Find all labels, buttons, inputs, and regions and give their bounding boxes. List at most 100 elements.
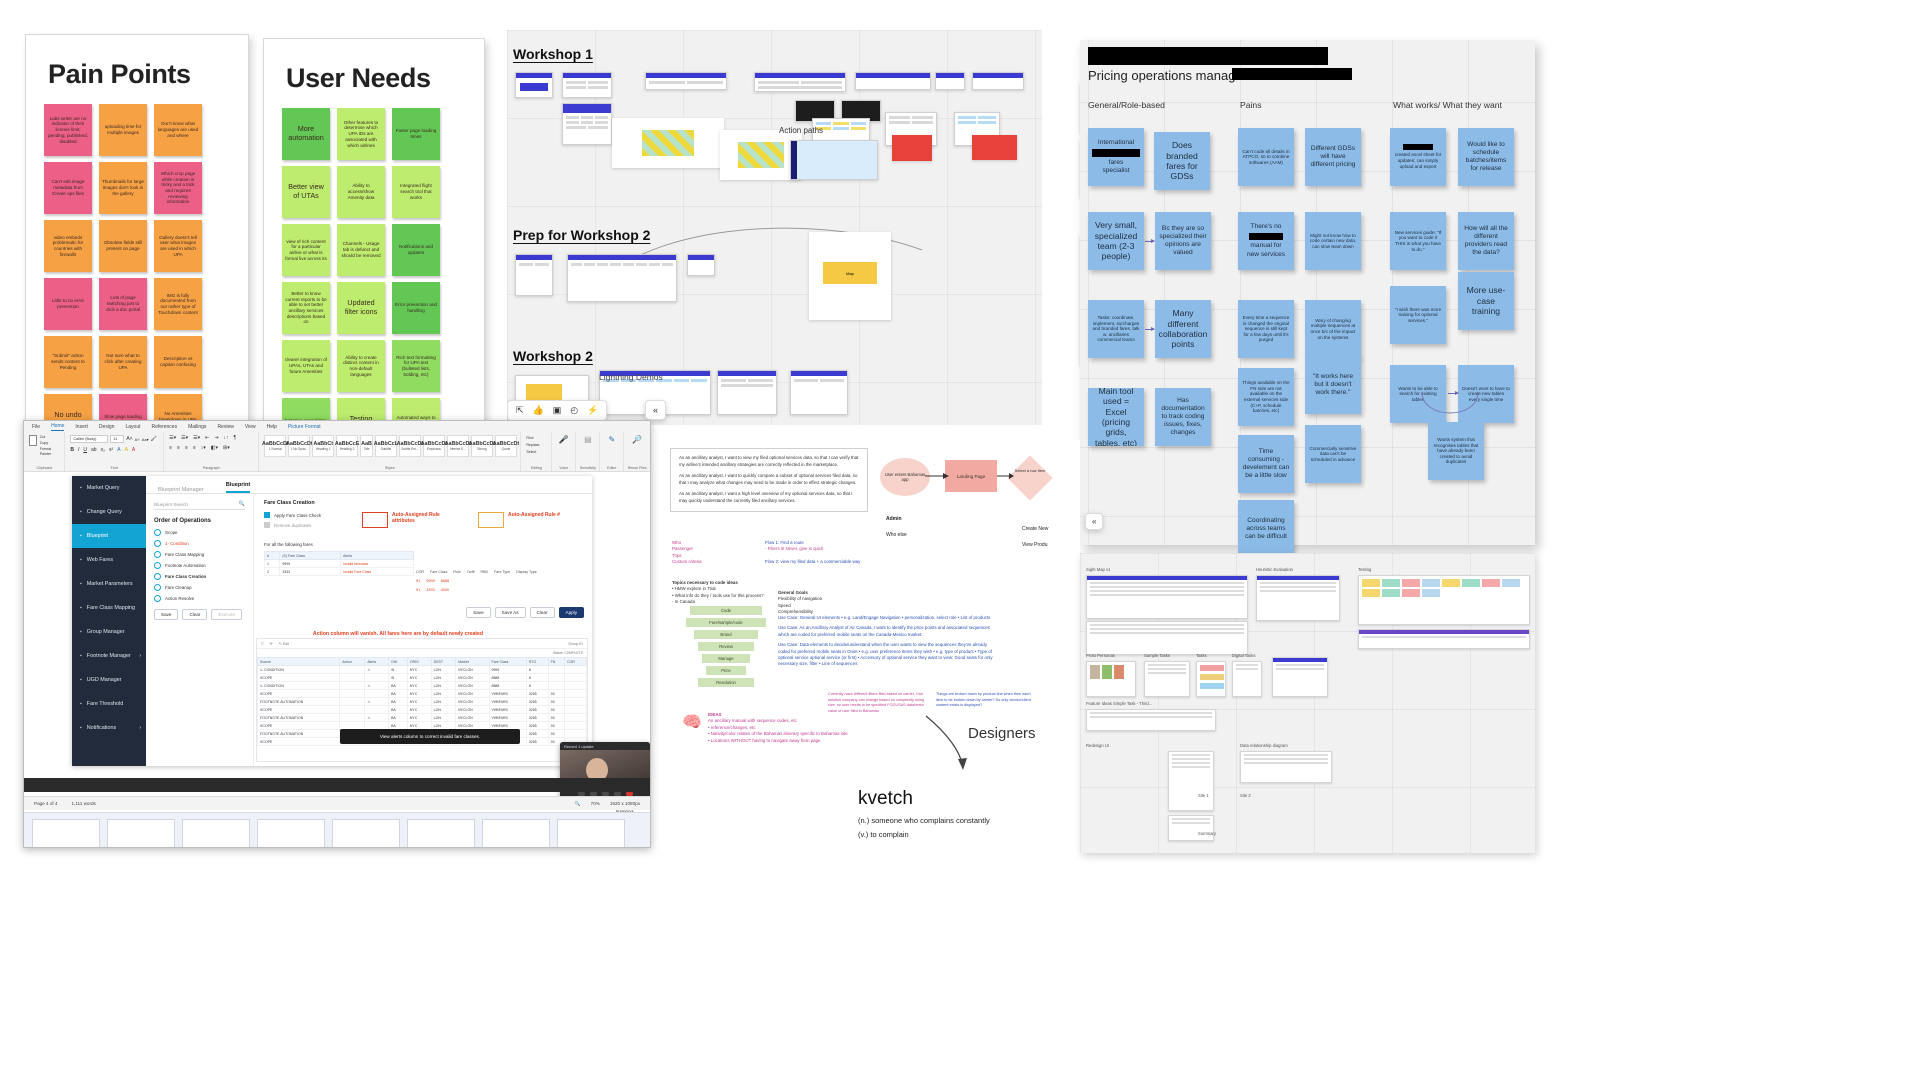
persona-note[interactable]: Time consuming - develement can be a lit… bbox=[1238, 435, 1294, 493]
column-header[interactable]: Alerts bbox=[364, 657, 390, 666]
sticky-note[interactable]: Rich text formatting for UPA text (bulle… bbox=[392, 340, 440, 392]
reuse-files-icon[interactable]: 🔎 bbox=[632, 435, 643, 444]
deck-thumbnail[interactable] bbox=[972, 72, 1024, 90]
shrink-font-icon[interactable]: A˅ bbox=[134, 436, 140, 442]
share-icon[interactable]: ⇱ bbox=[516, 405, 524, 415]
persona-collapse-toolbar[interactable]: « bbox=[1085, 513, 1104, 530]
change-case-icon[interactable]: Aa▾ bbox=[141, 436, 149, 442]
mini-card[interactable] bbox=[1196, 661, 1226, 697]
sidebar-item-web-fares[interactable]: ▪Web Fares bbox=[72, 548, 146, 572]
sidebar-item-fare-class-mapping[interactable]: ▪Fare Class Mapping bbox=[72, 596, 146, 620]
sketch-frame[interactable] bbox=[892, 135, 932, 161]
order-step[interactable]: Fare Class Mapping bbox=[154, 551, 245, 558]
action-paths-frame[interactable] bbox=[790, 140, 878, 180]
workshop-board[interactable]: Workshop 1 Prep for Workshop 2 Workshop … bbox=[507, 30, 1042, 425]
word-document-body[interactable]: ▪Market Query▪Change Query▪Blueprint▪Web… bbox=[24, 472, 650, 847]
sticky-note[interactable]: Better to know current reports to be abl… bbox=[282, 282, 330, 334]
sticky-note[interactable]: Slow page loading due to infinite scroll bbox=[99, 394, 147, 421]
shading-icon[interactable]: ◧▾ bbox=[210, 445, 219, 451]
tab-blueprint-manager[interactable]: Blueprint Manager bbox=[158, 487, 204, 493]
deck-thumbnail[interactable] bbox=[687, 254, 715, 276]
increase-indent-icon[interactable]: ⇥ bbox=[214, 435, 219, 441]
video-icon[interactable]: ▣ bbox=[552, 405, 562, 415]
filmstrip-thumb[interactable] bbox=[257, 818, 325, 847]
filmstrip-thumb[interactable] bbox=[407, 818, 475, 847]
map-frame[interactable]: Map bbox=[809, 232, 891, 320]
ribbon-group-clipboard[interactable]: Cut Copy Format Painter Clipboard bbox=[24, 432, 66, 471]
edit-icon[interactable]: ✎ Edit bbox=[278, 641, 289, 646]
sticky-note[interactable]: Other features to determine which UPA ID… bbox=[337, 108, 385, 160]
persona-note[interactable]: Does branded fares for GDSs bbox=[1154, 132, 1210, 190]
numbering-icon[interactable]: ☰▾ bbox=[181, 435, 189, 441]
deck-thumbnail[interactable] bbox=[562, 72, 612, 98]
decrease-indent-icon[interactable]: ⇤ bbox=[205, 435, 210, 441]
column-header[interactable]: Source bbox=[257, 657, 341, 666]
column-header[interactable]: RTG bbox=[525, 657, 549, 666]
deck-thumbnail[interactable] bbox=[790, 370, 848, 415]
grow-font-icon[interactable]: A˄ bbox=[126, 436, 133, 442]
mini-card[interactable] bbox=[1086, 621, 1248, 655]
sketch-frame[interactable] bbox=[972, 135, 1017, 160]
align-left-icon[interactable]: ≡ bbox=[169, 445, 173, 451]
column-header[interactable]: Tariff bbox=[466, 570, 475, 574]
format-painter-button[interactable]: Format Painter bbox=[39, 446, 52, 457]
sticky-note[interactable]: Ability to create distinct content in no… bbox=[337, 340, 385, 392]
sidebar-item-market-parameters[interactable]: ▪Market Parameters bbox=[72, 572, 146, 596]
find-button[interactable]: Find bbox=[526, 436, 534, 440]
ribbon-tab-design[interactable]: Design bbox=[98, 423, 115, 430]
column-header[interactable]: Display Type bbox=[516, 570, 537, 574]
font-family-select[interactable]: Calibri (Body) bbox=[70, 435, 109, 443]
apply-button[interactable]: Apply bbox=[558, 607, 584, 618]
ribbon-tab-insert[interactable]: Insert bbox=[75, 423, 88, 430]
ribbon-tab-mailings[interactable]: Mailings bbox=[188, 423, 207, 430]
sketch-frame[interactable] bbox=[720, 130, 802, 180]
superscript-button[interactable]: x² bbox=[109, 447, 114, 453]
order-step[interactable]: Scope bbox=[154, 529, 245, 536]
sidebar-item-footnote-manager[interactable]: ▪Footnote Manager› bbox=[72, 644, 146, 668]
sticky-note[interactable]: More automation bbox=[282, 108, 330, 160]
pain-points-board[interactable]: Pain Points Labs writer are no indicator… bbox=[25, 34, 249, 422]
persona-note[interactable]: "It works here but it doesn't work there… bbox=[1305, 356, 1361, 414]
ribbon-group-editing[interactable]: Find Replace Select Editing bbox=[521, 432, 553, 471]
mic-icon[interactable] bbox=[577, 790, 585, 797]
save-as-button[interactable]: Save As bbox=[494, 607, 526, 618]
column-header[interactable]: RBD bbox=[480, 570, 489, 574]
persona-note[interactable]: Would like to schedule batches/items for… bbox=[1458, 128, 1514, 186]
mini-card[interactable] bbox=[1144, 661, 1190, 697]
deck-thumbnail[interactable] bbox=[717, 370, 777, 415]
copy-button[interactable]: Copy bbox=[39, 440, 49, 445]
persona-note[interactable]: Might not know how to code certain new d… bbox=[1305, 212, 1361, 270]
sticky-note[interactable]: Which crop page while creation is tricky… bbox=[154, 162, 202, 214]
sticky-note[interactable]: No Amenities breakdown in UPA targeting bbox=[154, 394, 202, 421]
timer-icon[interactable]: ◴ bbox=[570, 405, 579, 415]
persona-note[interactable]: Very small, specialized team (2-3 people… bbox=[1088, 212, 1144, 270]
app-tabs[interactable]: Blueprint Manager Blueprint bbox=[146, 476, 592, 494]
persona-note[interactable]: Commercially sensitive data can't be sch… bbox=[1305, 425, 1361, 483]
multilevel-icon[interactable]: ☰▾ bbox=[193, 435, 201, 441]
sticky-note[interactable]: Little to no error prevention bbox=[44, 278, 92, 330]
refresh-icon[interactable]: ⟳ bbox=[269, 641, 273, 646]
column-header[interactable]: FN bbox=[547, 657, 566, 666]
filter-icon[interactable]: ▽ bbox=[261, 641, 264, 646]
tab-blueprint[interactable]: Blueprint bbox=[225, 482, 251, 493]
sidebar-item-fare-threshold[interactable]: ▪Fare Threshold bbox=[72, 692, 146, 716]
ribbon-tab-review[interactable]: Review bbox=[217, 423, 234, 430]
mini-overview-board[interactable]: Sight Map v1 Heuristic Evaluation Testin… bbox=[1080, 553, 1535, 853]
persona-note[interactable]: Has documentation to track coding issues… bbox=[1155, 388, 1211, 446]
persona-note[interactable]: There's no manual for new services bbox=[1238, 212, 1294, 270]
persona-note[interactable]: Can't code all details in ATPCO, so to c… bbox=[1238, 128, 1294, 186]
deck-thumbnail[interactable] bbox=[645, 72, 727, 90]
font-color-icon[interactable]: A bbox=[131, 447, 136, 453]
